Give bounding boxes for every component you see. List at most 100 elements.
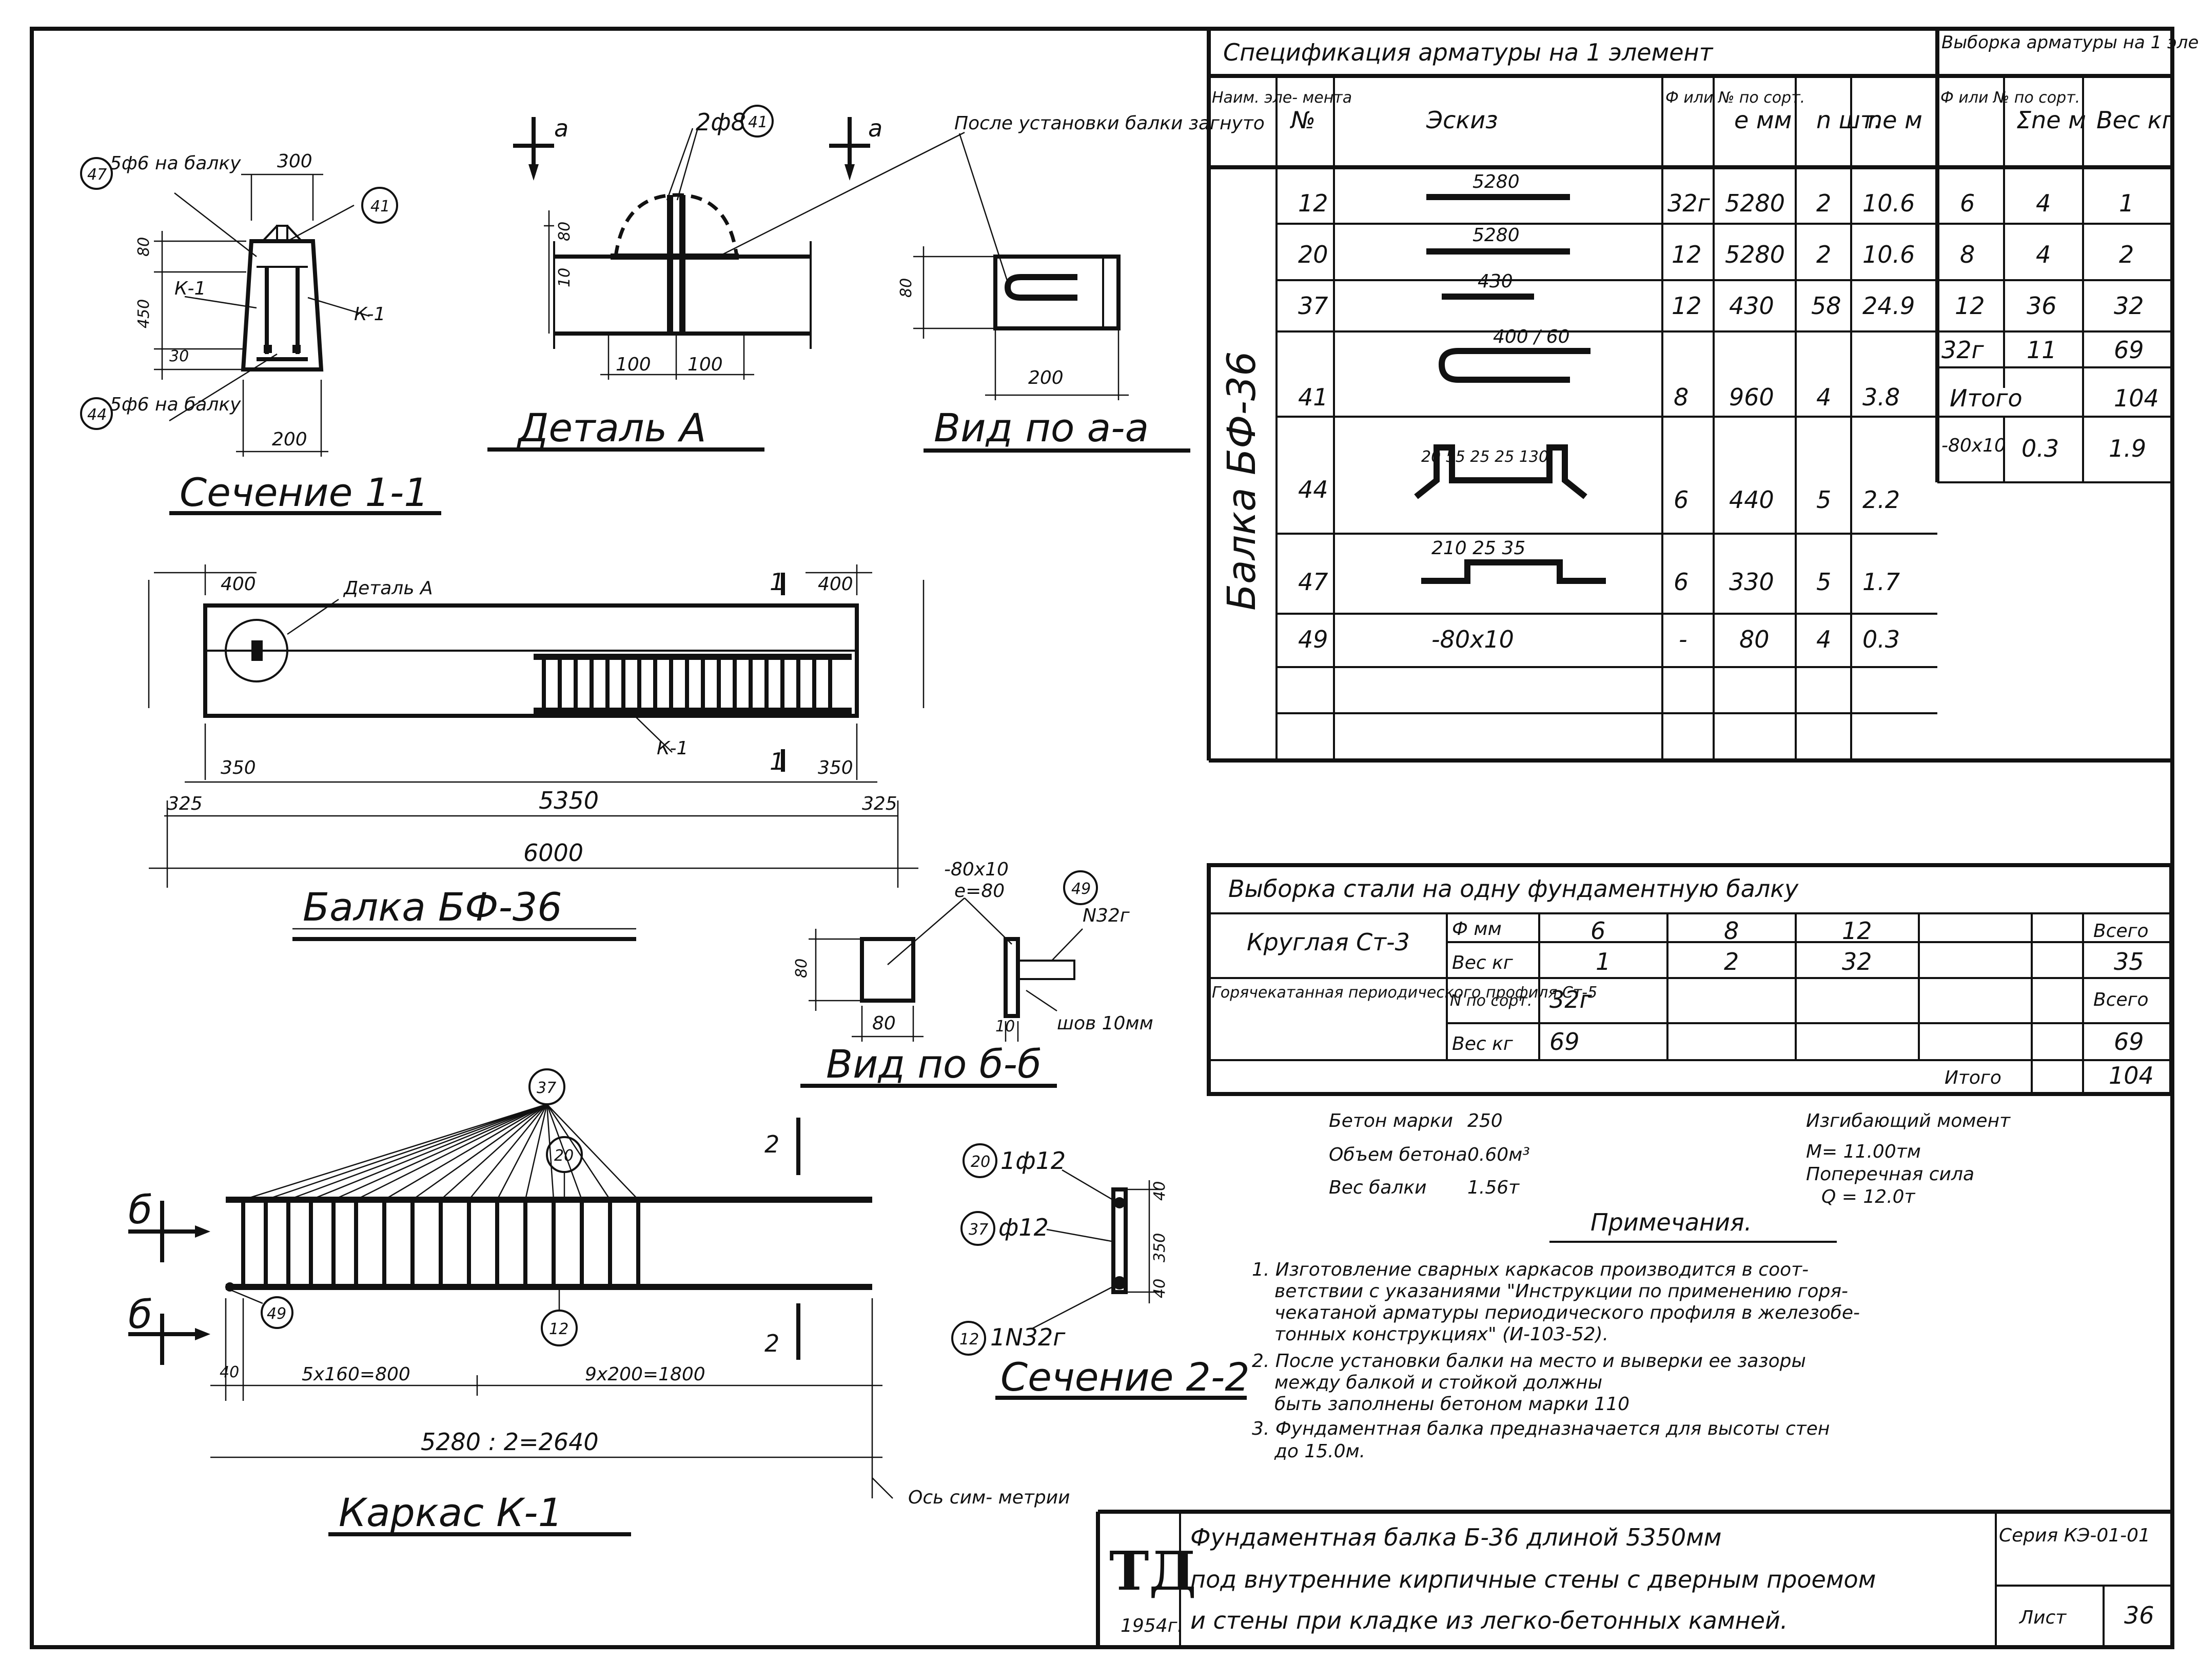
row-no: 41 [1298, 383, 1328, 411]
s22-dim-350: 350 [1151, 1233, 1169, 1262]
row-total: 24.9 [1862, 292, 1915, 320]
row-no: 20 [1298, 241, 1328, 268]
spec-row: 41 400 / 60 8 960 4 3.8 [1298, 326, 1900, 411]
beam-elevation-drawing [148, 564, 925, 941]
title-line-2: под внутренние кирпичные стены с дверным… [1190, 1566, 1876, 1593]
s11-label-44: 5ф6 на балку [110, 394, 241, 415]
row-count: 5 [1816, 568, 1831, 596]
fan-leader [546, 1104, 583, 1200]
steel-grand-label: Итого [1945, 1067, 2001, 1088]
beam-k1: К-1 [657, 738, 688, 759]
s22-label-12: 1N32г [990, 1323, 1066, 1351]
beam-detail-ref: Деталь А [343, 578, 433, 599]
rebar-specification-table [1207, 31, 2171, 763]
detail-a-mark-left: а [554, 114, 568, 142]
row-total: 10.6 [1862, 189, 1915, 217]
note-line: до 15.0м. [1274, 1441, 1365, 1462]
frame-axis-note: Ось сим- метрии [908, 1487, 1070, 1508]
s11-dim-300: 300 [277, 151, 312, 172]
row-count: 2 [1816, 189, 1831, 217]
row-dia: 6 [1674, 568, 1688, 596]
beam-dim-325-left: 325 [167, 793, 203, 814]
row-sketch-dim: 400 / 60 [1493, 326, 1570, 347]
note-line: быть заполнены бетоном марки 110 [1274, 1394, 1629, 1415]
note-line: 3. Фундаментная балка предназначается дл… [1252, 1418, 1830, 1439]
sheet-label: Лист [2018, 1607, 2067, 1628]
detail-a-dim-80: 80 [556, 222, 574, 241]
row-dia: 12 [1672, 292, 1702, 320]
sel-dia: 12 [1955, 292, 1985, 320]
s22-label-37: ф12 [998, 1214, 1049, 1241]
frame-bubble-20: 20 [554, 1147, 574, 1165]
s11-bubble-44: 44 [87, 406, 107, 424]
fan-leader [468, 1104, 547, 1200]
note-line: ветствии с указаниями "Инструкции по при… [1274, 1281, 1848, 1302]
s22-dim-40a: 40 [1151, 1181, 1169, 1201]
title-line-1: Фундаментная балка Б-36 длиной 5350мм [1190, 1523, 1722, 1551]
sel-weight: 69 [2114, 336, 2144, 364]
row-no: 47 [1298, 568, 1328, 596]
detail-a-bubble-41: 41 [748, 113, 768, 131]
frame-sec2-top: 2 [764, 1130, 779, 1158]
view-bb-title: Вид по б-б [826, 1041, 1042, 1087]
element-name: Балка БФ-36 [1219, 351, 1264, 611]
s11-dim-450: 450 [135, 299, 153, 328]
row-len: 440 [1729, 486, 1774, 514]
fan-leader [546, 1104, 639, 1200]
sel-sum: 11 [2027, 336, 2057, 364]
sel-sum: 4 [2036, 189, 2051, 217]
sel-weight: 2 [2119, 241, 2134, 268]
selection-title: Выборка арматуры на 1 элемент [1941, 32, 2199, 53]
frame-dim-9x200: 9х200=1800 [585, 1364, 705, 1385]
spec-row: 20 5280 12 5280 2 10.6 [1298, 225, 1915, 268]
beam-dim-350-left: 350 [221, 757, 256, 778]
s11-k1-right: К-1 [354, 304, 385, 325]
view-aa-title: Вид по а-а [934, 405, 1149, 451]
spec-row: 47 210 25 35 6 330 5 1.7 [1298, 538, 1900, 596]
detail-a-dim-100a: 100 [616, 354, 651, 375]
row-total: 10.6 [1862, 241, 1915, 268]
row-sketch-dim: 5280 [1472, 171, 1520, 192]
row-len: 430 [1729, 292, 1774, 320]
view-aa-drawing [913, 133, 1190, 453]
spec-header-count: n шт. [1816, 106, 1881, 134]
s11-bubble-47: 47 [87, 166, 107, 184]
row-sketch-dim: 5280 [1472, 225, 1520, 246]
s11-dim-200: 200 [272, 429, 307, 450]
frame-secb-top: б [128, 1187, 152, 1233]
view-aa-dim-80: 80 [897, 278, 915, 298]
fan-leader [265, 1103, 547, 1201]
steel-w-12: 32 [1842, 948, 1872, 975]
view-aa-dim-200: 200 [1028, 367, 1064, 388]
volume-label: Объем бетона [1329, 1144, 1467, 1165]
frame-title: Каркас К-1 [339, 1490, 563, 1535]
s22-label-20: 1ф12 [1000, 1147, 1066, 1175]
sel-plate-sum: 0.3 [2021, 435, 2059, 462]
s11-bubble-41: 41 [370, 198, 390, 216]
view-bb-dim-10: 10 [995, 1018, 1015, 1036]
row-sketch-dim: 210 25 35 [1431, 538, 1525, 559]
note-line: 2. После установки балки на место и выве… [1252, 1351, 1806, 1372]
s11-dim-80: 80 [135, 237, 153, 257]
row-sketch-dim: 20 55 25 25 130 [1421, 448, 1548, 466]
title-block [1096, 1510, 2171, 1647]
sel-sum: 36 [2027, 292, 2057, 320]
beam-dim-6000: 6000 [523, 839, 583, 867]
frame-bubble-49: 49 [267, 1305, 286, 1323]
detail-a-dim-100b: 100 [688, 354, 723, 375]
volume-value: 0.60м³ [1467, 1144, 1530, 1165]
frame-dim-40: 40 [220, 1363, 239, 1381]
row-dia: 8 [1674, 383, 1688, 411]
steel-title: Выборка стали на одну фундаментную балку [1228, 875, 1799, 903]
beam-sec1-top: 1 [770, 568, 784, 596]
detail-a-title: Деталь А [517, 405, 706, 451]
steel-profile-total: 69 [2114, 1028, 2144, 1056]
view-aa-note: После установки балки загнуто [954, 113, 1265, 134]
note-line: между балкой и стойкой должны [1274, 1372, 1602, 1393]
detail-a-dim-10: 10 [556, 268, 574, 287]
view-bb-weld: шов 10мм [1057, 1013, 1153, 1034]
sel-plate-weight: 1.9 [2109, 435, 2146, 462]
fan-leader [384, 1103, 547, 1201]
row-count: 4 [1816, 626, 1831, 653]
